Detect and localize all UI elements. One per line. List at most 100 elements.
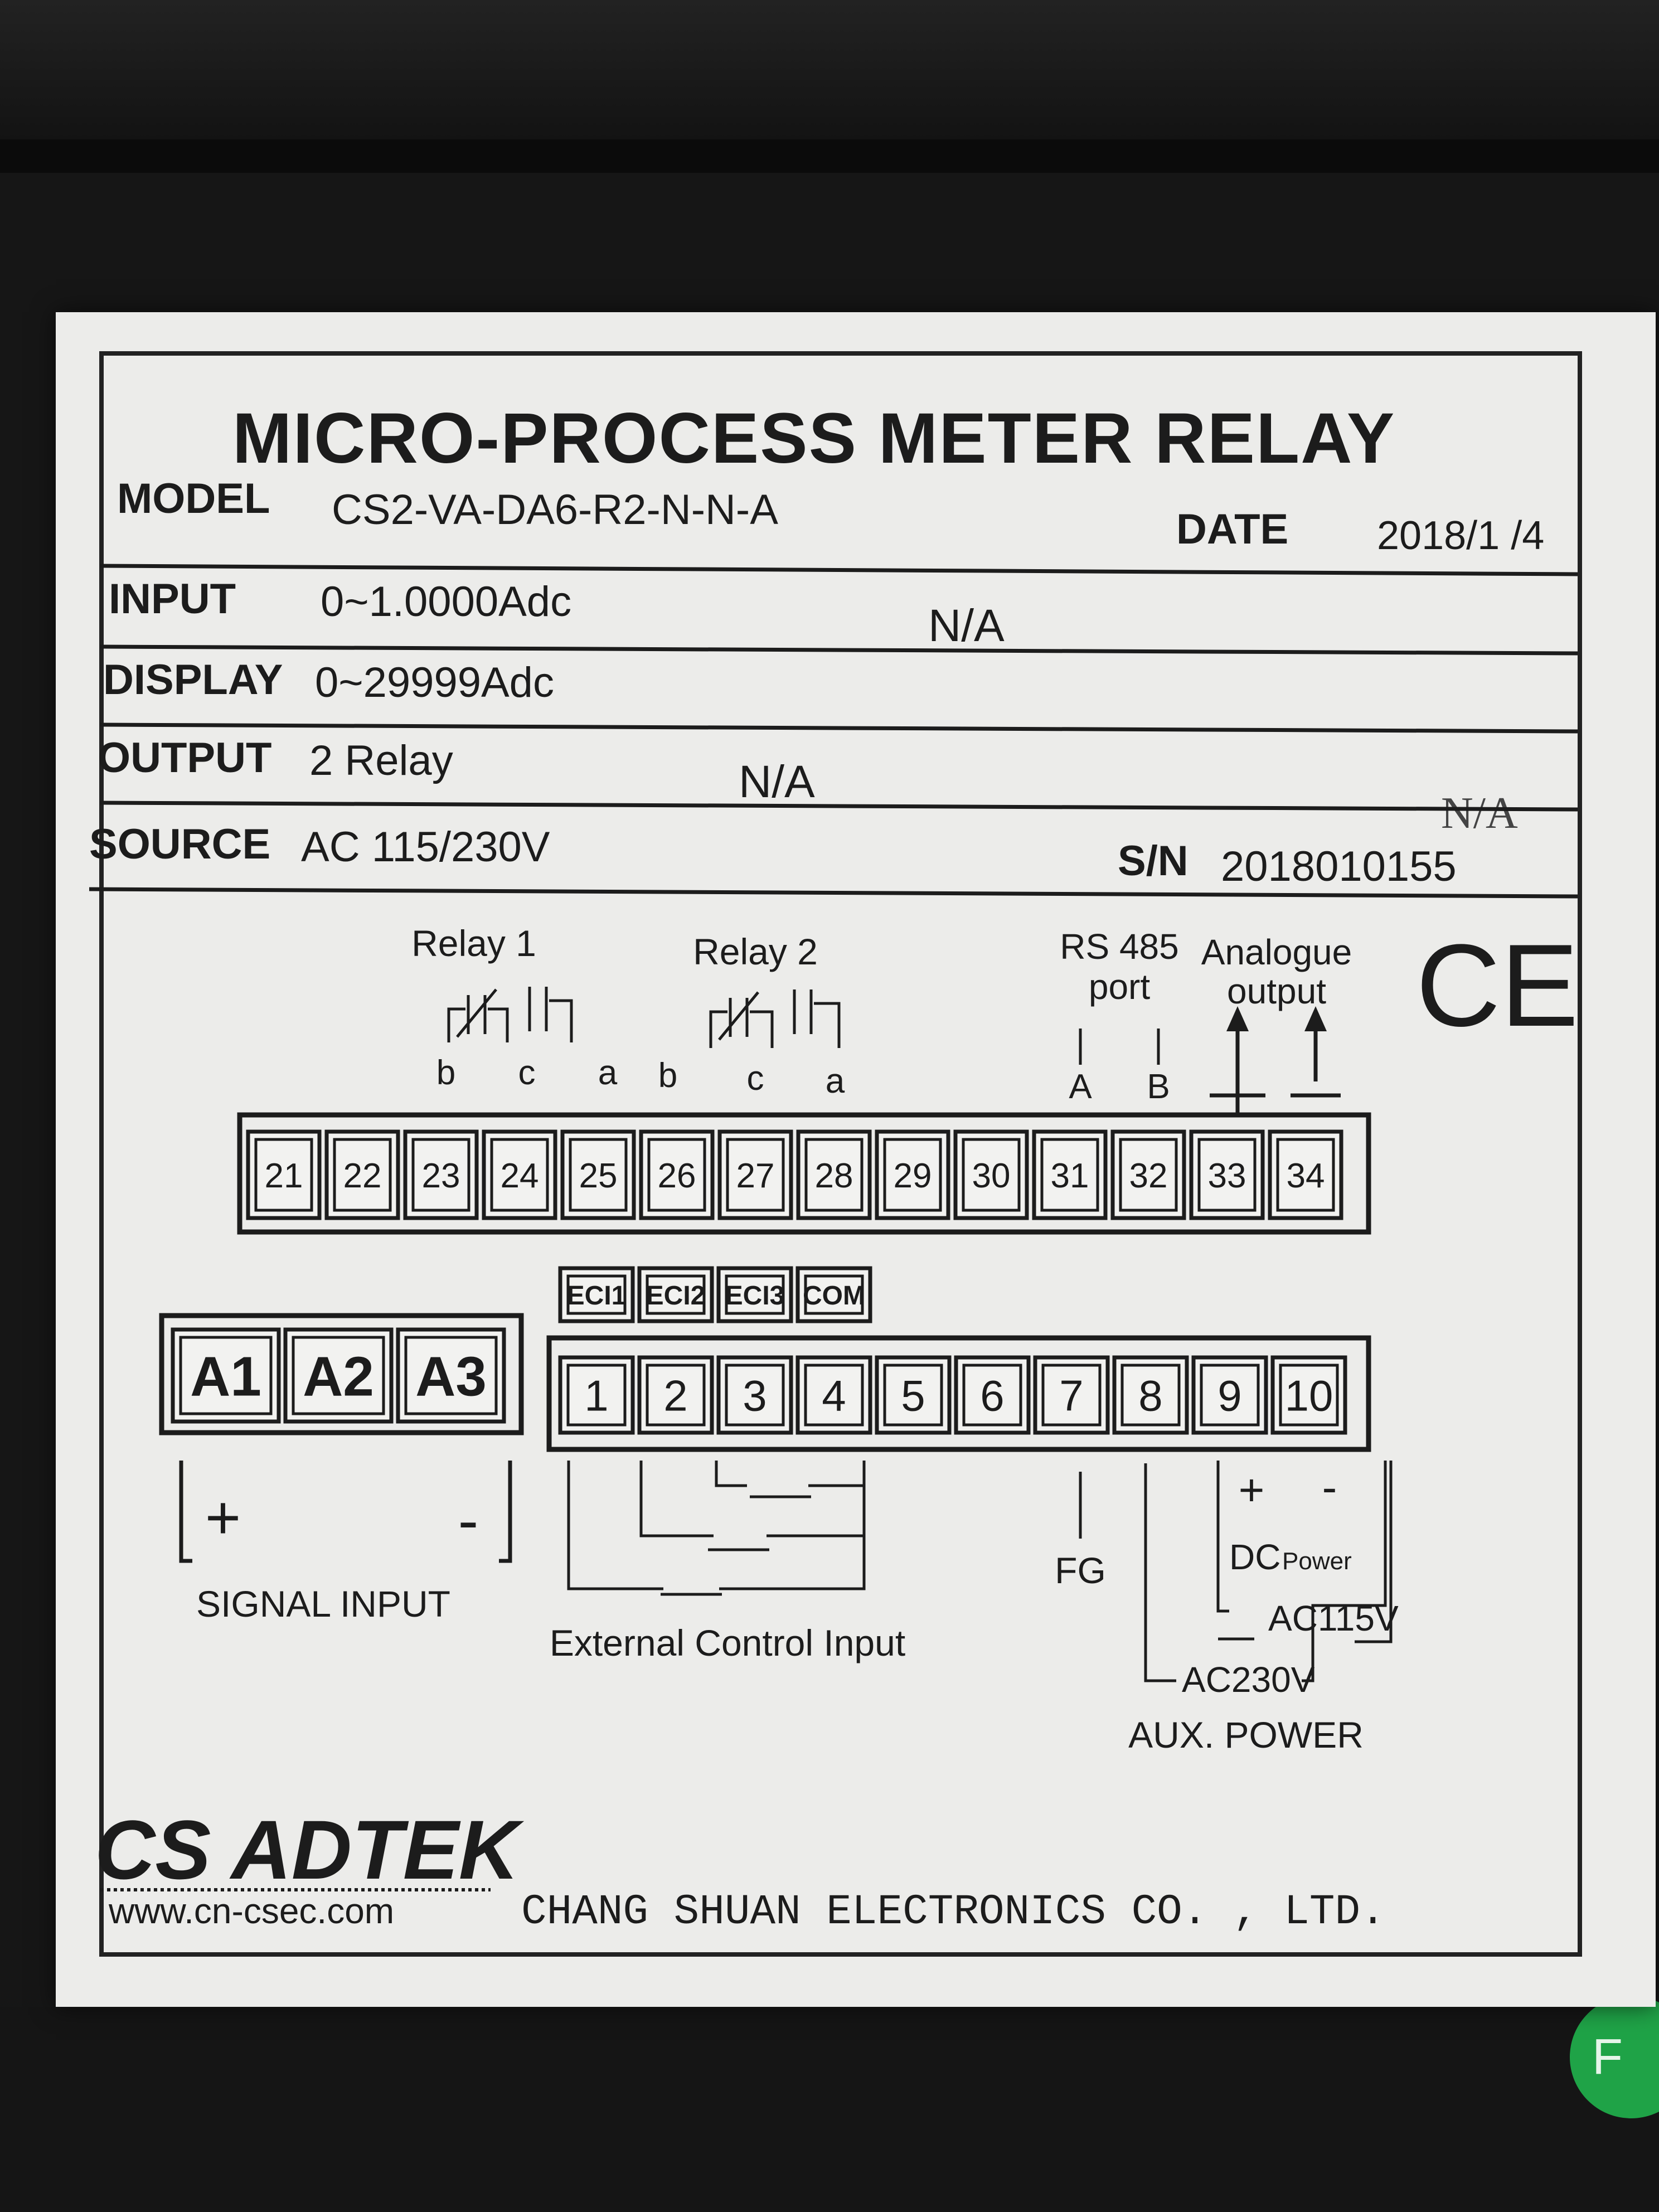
top-terminal — [482, 1129, 557, 1220]
top-terminal-inner — [569, 1138, 628, 1212]
rating-label: MICRO-PROCESS METER RELAY MODEL CS2-VA-D… — [56, 312, 1656, 2007]
bottom-terminal — [637, 1355, 714, 1435]
relay2-contact-c: c — [747, 1059, 764, 1098]
fg-label: FG — [1055, 1550, 1106, 1591]
top-terminal — [1189, 1129, 1265, 1220]
eci-terminal-label: ECI1 — [567, 1281, 627, 1311]
signal-input-label: SIGNAL INPUT — [196, 1583, 450, 1624]
bottom-terminal — [1033, 1355, 1110, 1435]
relay1-contact-symbol — [447, 987, 573, 1042]
top-terminal-inner — [490, 1138, 549, 1212]
label-diagram: MICRO-PROCESS METER RELAY MODEL CS2-VA-D… — [89, 399, 1579, 1936]
bottom-terminal-inner — [1041, 1364, 1102, 1427]
bottom-terminal-label: 6 — [980, 1371, 1004, 1420]
top-terminal — [1268, 1129, 1343, 1220]
top-terminal-inner — [1040, 1138, 1099, 1212]
top-terminal-inner — [1197, 1138, 1257, 1212]
top-terminal — [403, 1129, 479, 1220]
top-terminal-label: 25 — [579, 1157, 618, 1195]
input-label: INPUT — [109, 575, 236, 623]
dc-plus: + — [1239, 1465, 1265, 1515]
relay1-heading: Relay 1 — [411, 923, 536, 964]
row-divider — [100, 564, 1578, 576]
top-terminal-inner — [962, 1138, 1021, 1212]
eci-terminal-inner — [646, 1274, 706, 1315]
rs485-heading-2: port — [1089, 967, 1151, 1007]
signal-terminal-label: A2 — [303, 1346, 374, 1408]
display-label: DISPLAY — [103, 656, 283, 704]
bottom-terminal-label: 8 — [1138, 1371, 1162, 1420]
top-terminal-inner — [804, 1138, 864, 1212]
signal-plus: + — [205, 1483, 241, 1552]
rs485-pin-b: B — [1147, 1068, 1170, 1106]
top-terminal — [324, 1129, 400, 1220]
top-terminal-inner — [411, 1138, 470, 1212]
signal-terminal-block — [159, 1313, 524, 1435]
row-divider — [100, 722, 1578, 734]
eci-label-row: ECI1 ECI2 ECI3 COM — [558, 1266, 872, 1323]
bottom-terminal — [1191, 1355, 1268, 1435]
bottom-terminal-inner — [1120, 1364, 1181, 1427]
ac115-label: AC115V — [1268, 1598, 1399, 1638]
analogue-arrow-minus — [1291, 1006, 1341, 1098]
top-terminal-label: 21 — [265, 1157, 303, 1195]
website: www.cn-csec.com — [108, 1891, 394, 1931]
top-terminal-label: 26 — [658, 1157, 696, 1195]
row-divider — [89, 887, 1578, 899]
output-label: OUTPUT — [98, 734, 271, 782]
ac230-label: AC230V — [1182, 1660, 1315, 1700]
bottom-terminal — [795, 1355, 872, 1435]
top-terminal — [1032, 1129, 1108, 1220]
brand-logo: CS ADTEK — [95, 1803, 525, 1896]
top-terminal-inner — [254, 1138, 313, 1212]
aux-power-label: AUX. POWER — [1128, 1714, 1364, 1755]
relay1-contact-a: a — [598, 1054, 618, 1092]
analogue-heading-2: output — [1227, 971, 1326, 1011]
signal-terminal-inner — [179, 1336, 273, 1415]
bottom-terminal — [558, 1355, 635, 1435]
bottom-terminal-inner — [962, 1364, 1022, 1427]
top-terminal — [560, 1129, 636, 1220]
external-control-wiring — [567, 1461, 866, 1596]
bottom-terminal-inner — [804, 1364, 864, 1427]
bottom-terminal-label: 3 — [743, 1371, 767, 1420]
top-terminal-inner — [726, 1138, 785, 1212]
top-terminal-label: 33 — [1208, 1157, 1246, 1195]
bottom-terminal-inner — [1279, 1364, 1339, 1427]
top-terminal-label: 28 — [815, 1157, 853, 1195]
eci-terminal-label: ECI2 — [646, 1281, 706, 1311]
date-label: DATE — [1176, 506, 1288, 553]
eci-terminal-label: COM — [803, 1281, 865, 1311]
top-terminal-inner — [1276, 1138, 1335, 1212]
signal-terminal-label: A3 — [415, 1346, 487, 1408]
top-terminal — [639, 1129, 715, 1220]
signal-terminal — [396, 1327, 506, 1424]
display-value: 0~29999Adc — [315, 659, 554, 706]
top-terminal-inner — [883, 1138, 942, 1212]
signal-terminal — [283, 1327, 394, 1424]
bottom-terminal-label: 9 — [1217, 1371, 1241, 1420]
dc-label: DC — [1229, 1537, 1280, 1577]
bottom-terminal-inner — [725, 1364, 785, 1427]
signal-terminal — [171, 1327, 281, 1424]
top-terminal-label: 34 — [1287, 1157, 1325, 1195]
eci-terminal-label: ECI3 — [725, 1281, 785, 1311]
input-na: N/A — [928, 600, 1005, 651]
dc-power-label: Power — [1282, 1548, 1352, 1575]
row-divider — [100, 644, 1578, 656]
signal-minus-wire — [499, 1461, 512, 1563]
bottom-terminal-inner — [1200, 1364, 1260, 1427]
ce-mark: CE — [1416, 920, 1579, 1051]
signal-terminal-inner — [404, 1336, 498, 1415]
analogue-arrow-plus — [1210, 1006, 1265, 1115]
relay2-heading: Relay 2 — [693, 931, 818, 972]
top-terminal-label: 22 — [343, 1157, 382, 1195]
output-na: N/A — [739, 756, 815, 807]
bottom-terminal-label: 5 — [901, 1371, 925, 1420]
relay2-contact-b: b — [658, 1056, 677, 1095]
bottom-terminal-label: 10 — [1285, 1371, 1333, 1420]
bottom-terminal-block — [546, 1335, 1371, 1452]
